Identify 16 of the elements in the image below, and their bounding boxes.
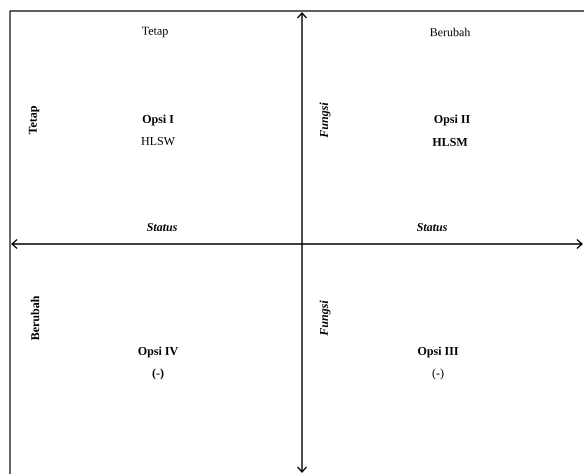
quadrant-label: (-) bbox=[152, 368, 164, 380]
axis-label: Fungsi bbox=[320, 102, 330, 138]
column-heading: Berubah bbox=[430, 28, 470, 36]
column-heading: Tetap bbox=[142, 26, 168, 38]
quadrant-label: HLSW bbox=[141, 136, 175, 146]
row-heading: Berubah bbox=[30, 296, 40, 340]
quadrant-title: Opsi I bbox=[142, 114, 174, 126]
quadrant-title: Opsi II bbox=[434, 114, 470, 126]
quadrant-label: HLSM bbox=[432, 138, 468, 146]
quadrant-title: Opsi III bbox=[418, 346, 458, 358]
axis-label: Fungsi bbox=[320, 300, 330, 336]
quadrant-title: Opsi IV bbox=[138, 346, 178, 358]
axis-label: Status bbox=[416, 222, 447, 232]
row-heading: Tetap bbox=[28, 106, 40, 134]
quadrant-label: (-) bbox=[432, 368, 444, 380]
axis-label: Status bbox=[146, 222, 177, 232]
